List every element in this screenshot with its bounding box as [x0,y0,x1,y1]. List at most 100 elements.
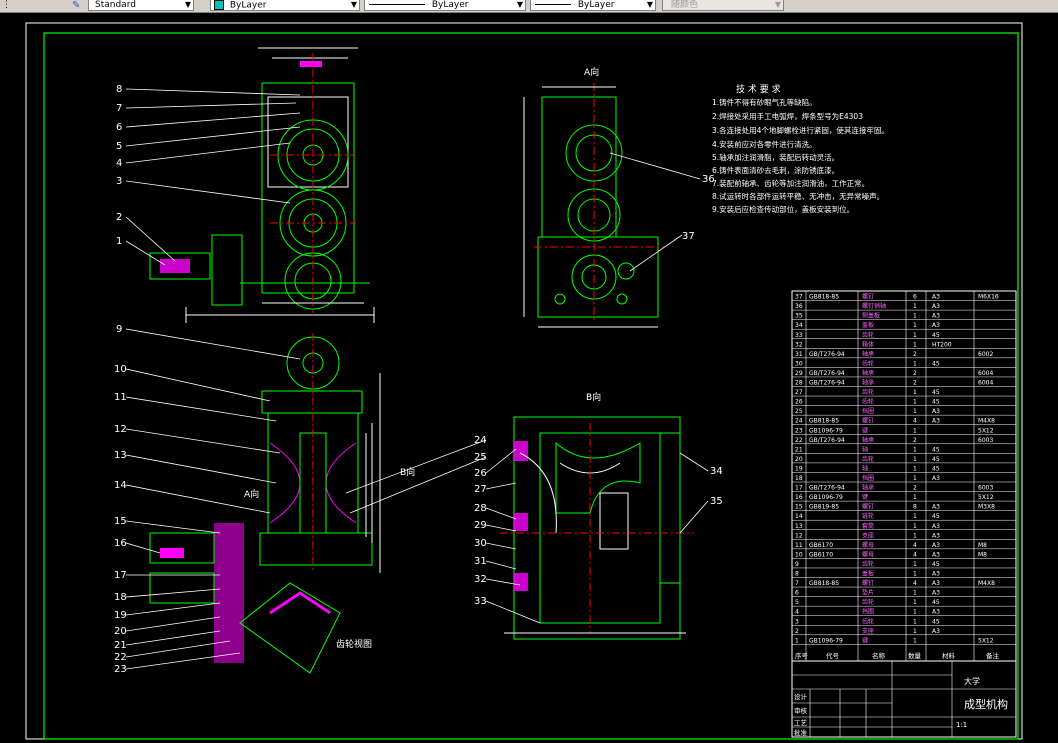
bom-cell-code: GB6170 [809,551,833,558]
bom-cell-qty: 1 [913,618,917,625]
bom-cell-name: 螺母 [862,541,874,549]
bom-cell-no: 18 [795,475,803,482]
balloon-17: 17 [114,570,127,581]
linetype-value: ByLayer [431,0,469,10]
bom-cell-mat: A3 [932,609,940,616]
bom-header: 序号 代号 名称 数量 材料 备注 [795,651,1000,660]
bom-cell-no: 28 [795,380,803,387]
bom-cell-note: M3X8 [978,504,995,511]
properties-toolbar: ⋮ ✎ Standard ▼ ByLayer ▼ ByLayer ▼ ByLay… [0,0,1058,13]
bom-cell-mat: A3 [932,542,940,549]
bom-cell-name: 侧盖板 [862,312,880,320]
bom-header-no: 序号 [795,651,809,660]
chevron-down-icon: ▼ [774,0,781,9]
b-view-arrow-label: B向 [400,466,415,478]
balloon-31: 31 [474,556,487,567]
balloon-19: 19 [114,610,127,621]
bom-cell-note: 6003 [978,485,993,492]
balloon-2: 2 [116,212,122,223]
bom-cell-name: 螺钉 [862,293,874,301]
bom-cell-name: 螺母 [862,550,874,558]
bom-cell-code: GB/T276-94 [809,485,845,492]
bom-cell-qty: 1 [913,332,917,339]
bom-cell-code: GB/T276-94 [809,380,845,387]
balloon-32: 32 [474,574,487,585]
balloon-1: 1 [116,236,122,247]
bom-cell-name: 轴承 [862,350,874,358]
bom-cell-qty: 1 [913,475,917,482]
bom-cell-qty: 1 [913,313,917,320]
gear-view-label: 齿轮视图 [336,638,372,650]
a-view-arrow-label: A向 [244,488,259,500]
balloon-9: 9 [116,324,122,335]
balloon-3: 3 [116,176,122,187]
bom-cell-mat: A3 [932,532,940,539]
text-style-select[interactable]: Standard ▼ [88,0,194,11]
tech-title: 技 术 要 求 [736,83,781,95]
bom-cell-qty: 2 [913,351,917,358]
bom-cell-no: 20 [795,456,803,463]
bom-cell-name: 轴承 [862,436,874,444]
text-style-icon[interactable]: ✎ [72,0,81,11]
bom-cell-name: 螺钉 [862,503,874,511]
balloon-18: 18 [114,592,127,603]
bom-cell-code: GB818-85 [809,418,839,425]
bom-cell-name: 盖板 [862,570,874,578]
balloon-24: 24 [474,435,487,446]
b-view [500,416,694,640]
balloon-5: 5 [116,141,122,152]
bom-cell-qty: 4 [913,551,917,558]
drawing-canvas[interactable]: 8 7 6 5 4 3 2 1 9 10 11 12 13 14 15 16 1… [0,13,1058,743]
text-style-value: Standard [95,0,136,10]
bom-cell-mat: 45 [932,446,940,453]
leader-lines [125,88,709,670]
bom-cell-mat: 45 [932,360,940,367]
view-labels: A向 B向 A向 B向 齿轮视图 [244,66,601,650]
linetype-sample-icon [369,4,425,5]
balloon-10: 10 [114,364,127,375]
bom-cell-mat: 45 [932,465,940,472]
bom-cell-name: 键 [862,636,868,644]
bom-cell-name: 轴 [862,445,868,453]
bom-cell-mat: 45 [932,456,940,463]
bom-cell-no: 12 [795,532,803,539]
bom-cell-qty: 1 [913,465,917,472]
chevron-down-icon: ▼ [184,0,191,9]
bom-cell-qty: 1 [913,532,917,539]
lineweight-select[interactable]: ByLayer ▼ [530,0,656,11]
balloon-23: 23 [114,664,127,675]
balloon-27: 27 [474,484,487,495]
balloon-11: 11 [114,392,127,403]
plot-style-select: 随颜色 ▼ [662,0,784,11]
balloon-14: 14 [114,480,127,491]
tech-line-8: 8.试运转时各部件运转平稳、无冲击，无异常噪声。 [712,191,884,201]
bom-header-name: 名称 [872,651,886,660]
color-value: ByLayer [229,0,267,11]
bom-cell-mat: A3 [932,571,940,578]
tb-label-review: 审核 [794,706,808,715]
bom-cell-no: 23 [795,427,803,434]
side-section-view [149,333,381,674]
bom-cell-mat: A3 [932,408,940,415]
bom-cell-name: 轴 [862,464,868,472]
bom-cell-note: 6004 [978,370,993,377]
bom-cell-no: 36 [795,303,803,310]
bom-cell-no: 19 [795,465,803,472]
bom-cell-mat: 45 [932,513,940,520]
bom-cell-qty: 2 [913,485,917,492]
bom-cell-code: GB1096-79 [809,494,843,501]
bom-cell-name: 齿轮 [862,388,874,396]
bom-cell-code: GB6170 [809,542,833,549]
bom-cell-mat: A3 [932,504,940,511]
bom-cell-qty: 2 [913,380,917,387]
linetype-select[interactable]: ByLayer ▼ [364,0,526,11]
bom-cell-no: 7 [795,580,799,587]
balloon-21: 21 [114,640,127,651]
bom-cell-name: 齿轮 [862,560,874,568]
bom-header-note: 备注 [986,651,1000,660]
color-select[interactable]: ByLayer ▼ [210,0,360,11]
bom-cell-no: 17 [795,485,803,492]
bom-cell-no: 25 [795,408,803,415]
balloon-37: 37 [682,231,695,242]
